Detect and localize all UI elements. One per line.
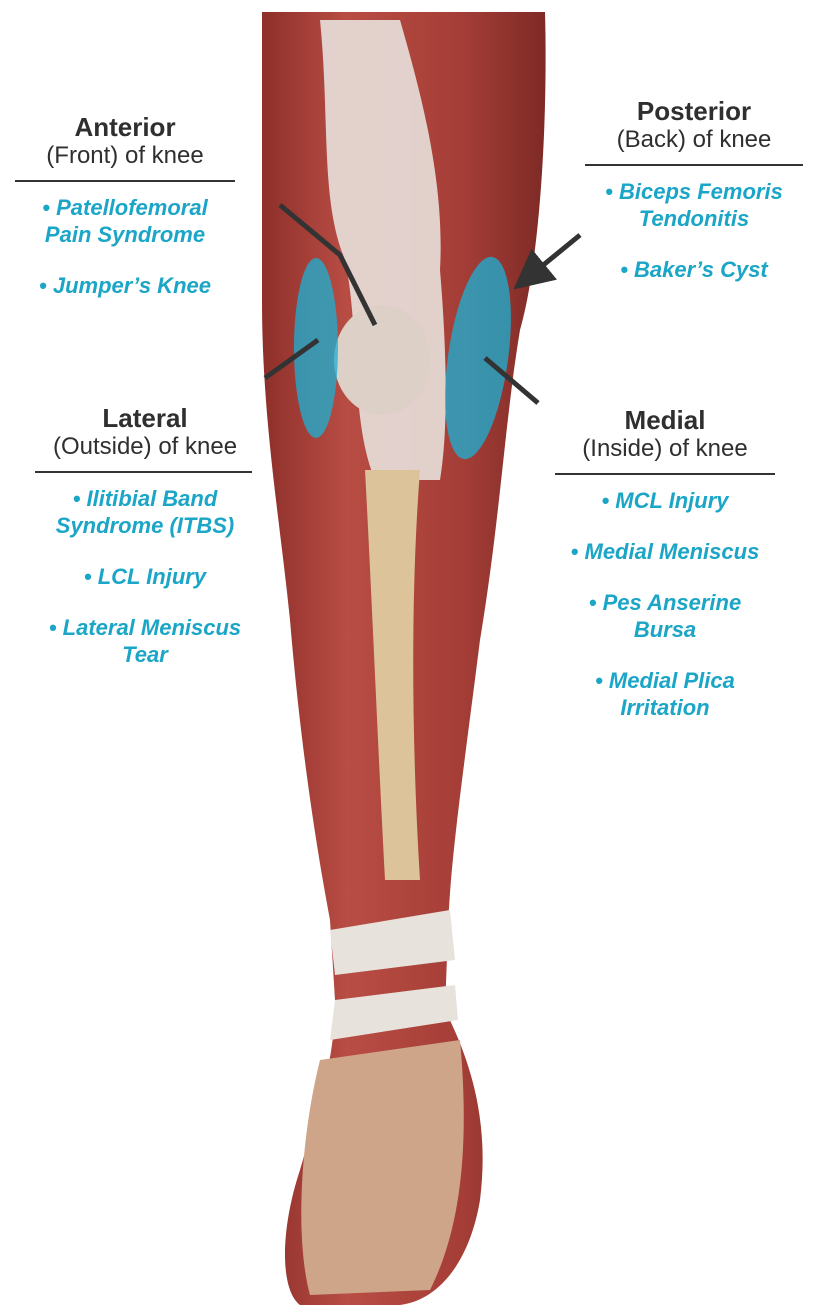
- medial-section: Medial (Inside) of knee • MCL Injury • M…: [545, 406, 785, 721]
- list-item: • Medial Meniscus: [570, 539, 760, 564]
- medial-pointer: [483, 356, 540, 405]
- posterior-arrow: [513, 233, 582, 290]
- list-item: • Baker’s Cyst: [620, 257, 768, 282]
- medial-highlight: [445, 256, 511, 460]
- lateral-pointer: [263, 337, 320, 381]
- lateral-subtitle: (Outside) of knee: [52, 433, 238, 460]
- posterior-title: Posterior: [636, 96, 752, 126]
- list-item: • LCL Injury: [83, 564, 207, 589]
- lateral-title: Lateral: [102, 403, 188, 433]
- list-item: Syndrome (ITBS): [55, 513, 235, 538]
- list-item: • Pes Anserine: [588, 590, 742, 615]
- list-item: • Ilitibial Band: [72, 486, 218, 511]
- anterior-subtitle: (Front) of knee: [46, 142, 204, 169]
- list-item: Pain Syndrome: [44, 222, 206, 247]
- list-item: • Biceps Femoris: [605, 179, 783, 204]
- leg: [262, 12, 546, 1305]
- divider: [585, 164, 803, 166]
- list-item: • Medial Plica: [595, 668, 735, 693]
- posterior-subtitle: (Back) of knee: [616, 126, 772, 153]
- list-item: • Jumper’s Knee: [39, 273, 211, 298]
- divider: [15, 180, 235, 182]
- patella: [334, 305, 430, 415]
- ankle-retinaculum: [330, 910, 458, 1040]
- tibia: [365, 470, 420, 880]
- divider: [35, 471, 252, 473]
- anterior-pointer: [278, 203, 378, 327]
- anterior-title: Anterior: [74, 112, 176, 142]
- list-item: Bursa: [633, 617, 697, 642]
- list-item: • Patellofemoral: [42, 195, 208, 220]
- posterior-section: Posterior (Back) of knee • Biceps Femori…: [585, 97, 803, 283]
- list-item: Tendonitis: [638, 206, 750, 231]
- lateral-section: Lateral (Outside) of knee • Ilitibial Ba…: [20, 404, 270, 668]
- divider: [555, 473, 775, 475]
- list-item: Irritation: [620, 695, 710, 720]
- anterior-section: Anterior (Front) of knee • Patellofemora…: [15, 113, 235, 299]
- list-item: • MCL Injury: [601, 488, 729, 513]
- medial-title: Medial: [624, 405, 706, 435]
- lateral-highlight: [294, 258, 338, 438]
- list-item: Tear: [122, 642, 168, 667]
- list-item: • Lateral Meniscus: [48, 615, 242, 640]
- medial-subtitle: (Inside) of knee: [582, 435, 748, 462]
- foot: [301, 1040, 464, 1295]
